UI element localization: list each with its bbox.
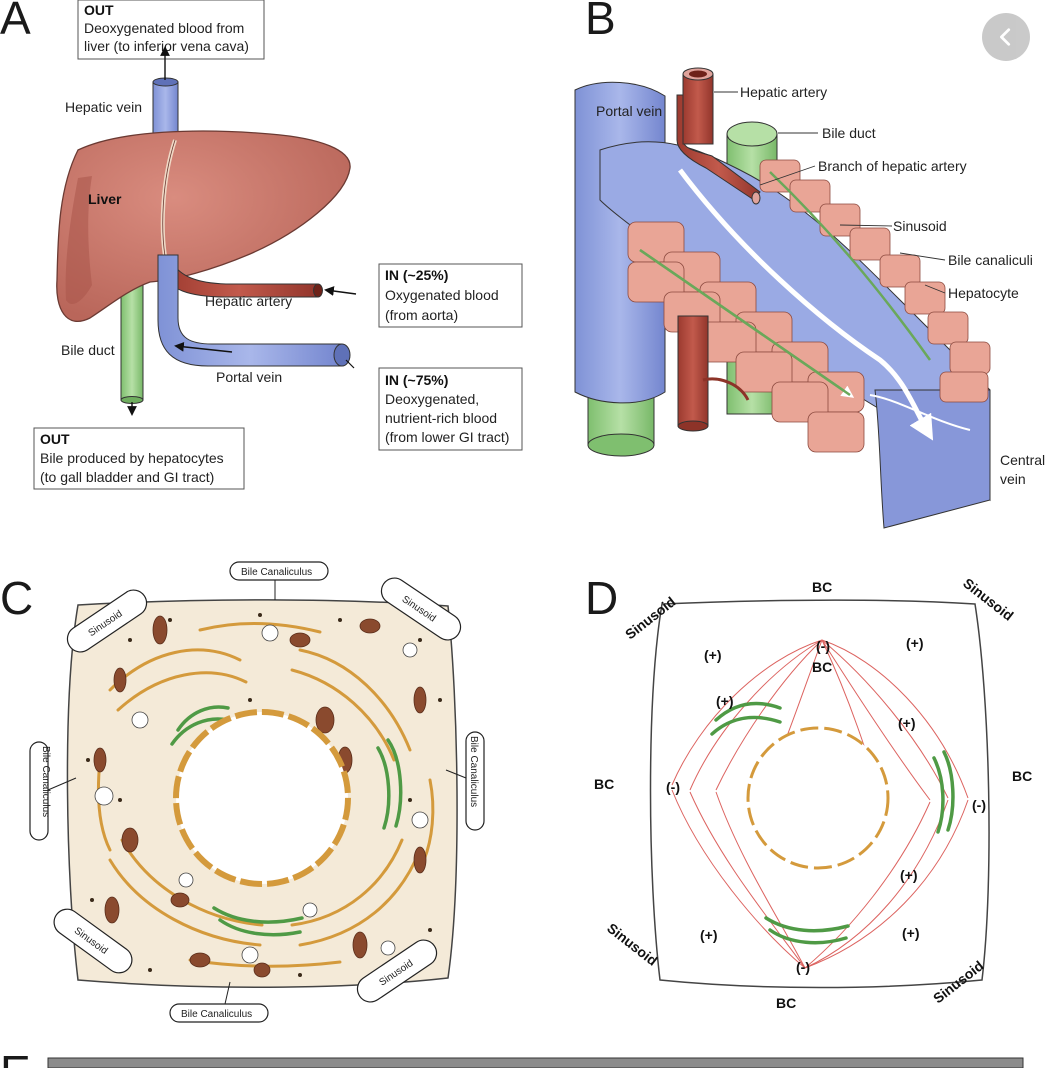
plus-6: (+) [700, 927, 718, 943]
in-75-line3: (from lower GI tract) [385, 429, 509, 445]
in-75-box [378, 367, 523, 451]
out-top-box [77, 0, 265, 60]
out-top-title: OUT [84, 2, 114, 18]
portal-vein-b-label: Portal vein [596, 103, 662, 119]
panel-e-letter: E [0, 1046, 31, 1068]
minus-bottom: (-) [796, 959, 810, 975]
in-75-line1: Deoxygenated, [385, 391, 479, 407]
plus-1: (+) [704, 647, 722, 663]
panel-d: D BC BC BC BC BC Sinusoid Sinusoid Sinus… [585, 572, 1032, 1011]
micrograph-strip [47, 1057, 1024, 1068]
bile-canaliculi-label: Bile canaliculi [948, 252, 1033, 268]
central-vein-label-1: Central [1000, 452, 1045, 468]
branch-hepatic-artery-label: Branch of hepatic artery [818, 158, 967, 174]
bc-top: BC [812, 579, 832, 595]
out-top-line2: liver (to inferior vena cava) [84, 38, 249, 54]
in-25-title: IN (~25%) [385, 267, 448, 283]
panel-a: A OUT Deoxygenated blood from liver (to … [0, 0, 523, 490]
panel-e: E [0, 1046, 1024, 1068]
minus-top: (-) [816, 638, 830, 654]
out-top-line1: Deoxygenated blood from [84, 20, 244, 36]
out-bottom-line1: Bile produced by hepatocytes [40, 450, 224, 466]
back-button[interactable] [982, 13, 1030, 61]
minus-left: (-) [666, 779, 680, 795]
bile-canaliculus-c-bottom: Bile Canaliculus [181, 1009, 252, 1020]
bile-canaliculus-c-top: Bile Canaliculus [241, 567, 312, 578]
out-bottom-line2: (to gall bladder and GI tract) [40, 469, 214, 485]
sinusoid-b-label: Sinusoid [893, 218, 947, 234]
in-25-line1: Oxygenated blood [385, 287, 499, 303]
out-bottom-box [33, 427, 245, 490]
central-vein-label-2: vein [1000, 471, 1026, 487]
chevron-left-icon [1000, 28, 1011, 46]
panel-d-letter: D [585, 572, 618, 624]
bile-duct-b-label: Bile duct [822, 125, 876, 141]
panel-c-letter: C [0, 572, 33, 624]
panel-a-letter: A [0, 0, 31, 44]
out-bottom-title: OUT [40, 431, 70, 447]
panel-c: C [0, 561, 485, 1023]
nucleus [173, 709, 351, 887]
hepatic-vein-label: Hepatic vein [65, 99, 142, 115]
plus-2: (+) [906, 635, 924, 651]
hepatocyte-label: Hepatocyte [948, 285, 1019, 301]
hepatic-artery-label: Hepatic artery [205, 293, 292, 309]
plus-5: (+) [900, 867, 918, 883]
bc-left: BC [594, 776, 614, 792]
in-25-box [378, 263, 523, 328]
liver-label: Liver [88, 191, 122, 207]
bile-duct-label: Bile duct [61, 342, 115, 358]
in-25-line2: (from aorta) [385, 307, 458, 323]
bc-bottom: BC [776, 995, 796, 1011]
panel-b-letter: B [585, 0, 616, 44]
bile-canaliculus-c-right: Bile Canaliculus [468, 736, 479, 807]
nucleus-d [746, 726, 890, 870]
bc-top-inner: BC [812, 659, 832, 675]
portal-vein-label: Portal vein [216, 369, 282, 385]
in-75-title: IN (~75%) [385, 372, 448, 388]
bc-right: BC [1012, 768, 1032, 784]
plus-3: (+) [716, 693, 734, 709]
sinusoid-d-bl: Sinusoid [604, 920, 660, 969]
liver-shape [56, 130, 351, 322]
bile-canaliculus-c-left: Bile Canaliculus [40, 746, 51, 817]
plus-7: (+) [902, 925, 920, 941]
panel-b: B Portal vein [574, 0, 1045, 529]
minus-right: (-) [972, 797, 986, 813]
in-75-line2: nutrient-rich blood [385, 410, 497, 426]
hepatic-artery-b-label: Hepatic artery [740, 84, 827, 100]
plus-4: (+) [898, 715, 916, 731]
